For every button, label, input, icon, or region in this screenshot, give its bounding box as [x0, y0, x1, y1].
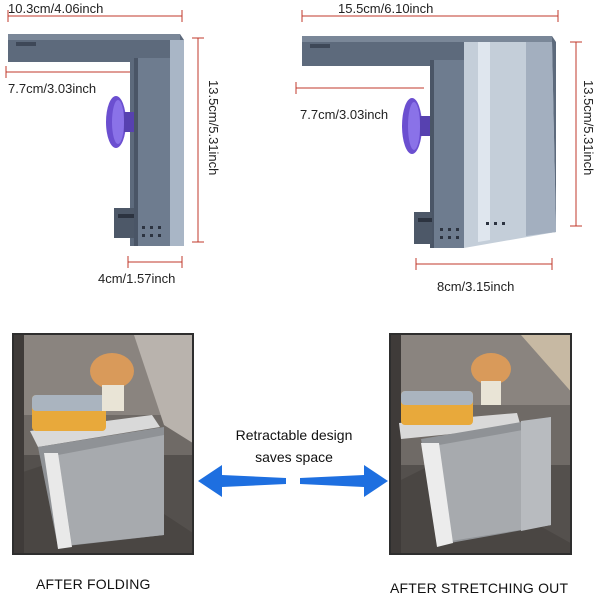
- bottom-width-label: 4cm/1.57inch: [98, 271, 176, 286]
- height-label: 13.5cm/5.31inch: [206, 80, 221, 176]
- bottom-width-label: 8cm/3.15inch: [437, 279, 515, 294]
- left-arrow-icon: [198, 465, 286, 497]
- width-label: 10.3cm/4.06inch: [8, 1, 104, 16]
- caption-after-folding: AFTER FOLDING: [36, 576, 151, 592]
- height-label: 13.5cm/5.31inch: [581, 80, 596, 176]
- folded-product-drawing: [5, 10, 204, 268]
- feature-description: Retractable design saves space: [214, 424, 374, 468]
- stretched-product-photo: [389, 333, 572, 555]
- inner-width-label: 7.7cm/3.03inch: [300, 107, 389, 122]
- width-label: 15.5cm/6.10inch: [338, 1, 434, 16]
- stretched-product-drawing: [295, 10, 582, 270]
- feature-line-2: saves space: [255, 449, 333, 465]
- stretched-product-diagram: 15.5cm/6.10inch 7.7cm/3.03inch 13.5cm/5.…: [290, 0, 600, 300]
- inner-width-label: 7.7cm/3.03inch: [8, 81, 97, 96]
- caption-after-stretching: AFTER STRETCHING OUT: [390, 580, 569, 596]
- folded-product-photo: [12, 333, 194, 555]
- right-arrow-icon: [300, 465, 388, 497]
- folded-product-diagram: 10.3cm/4.06inch 7.7cm/3.03inch 13.5cm/5.…: [0, 0, 260, 300]
- feature-line-1: Retractable design: [235, 427, 353, 443]
